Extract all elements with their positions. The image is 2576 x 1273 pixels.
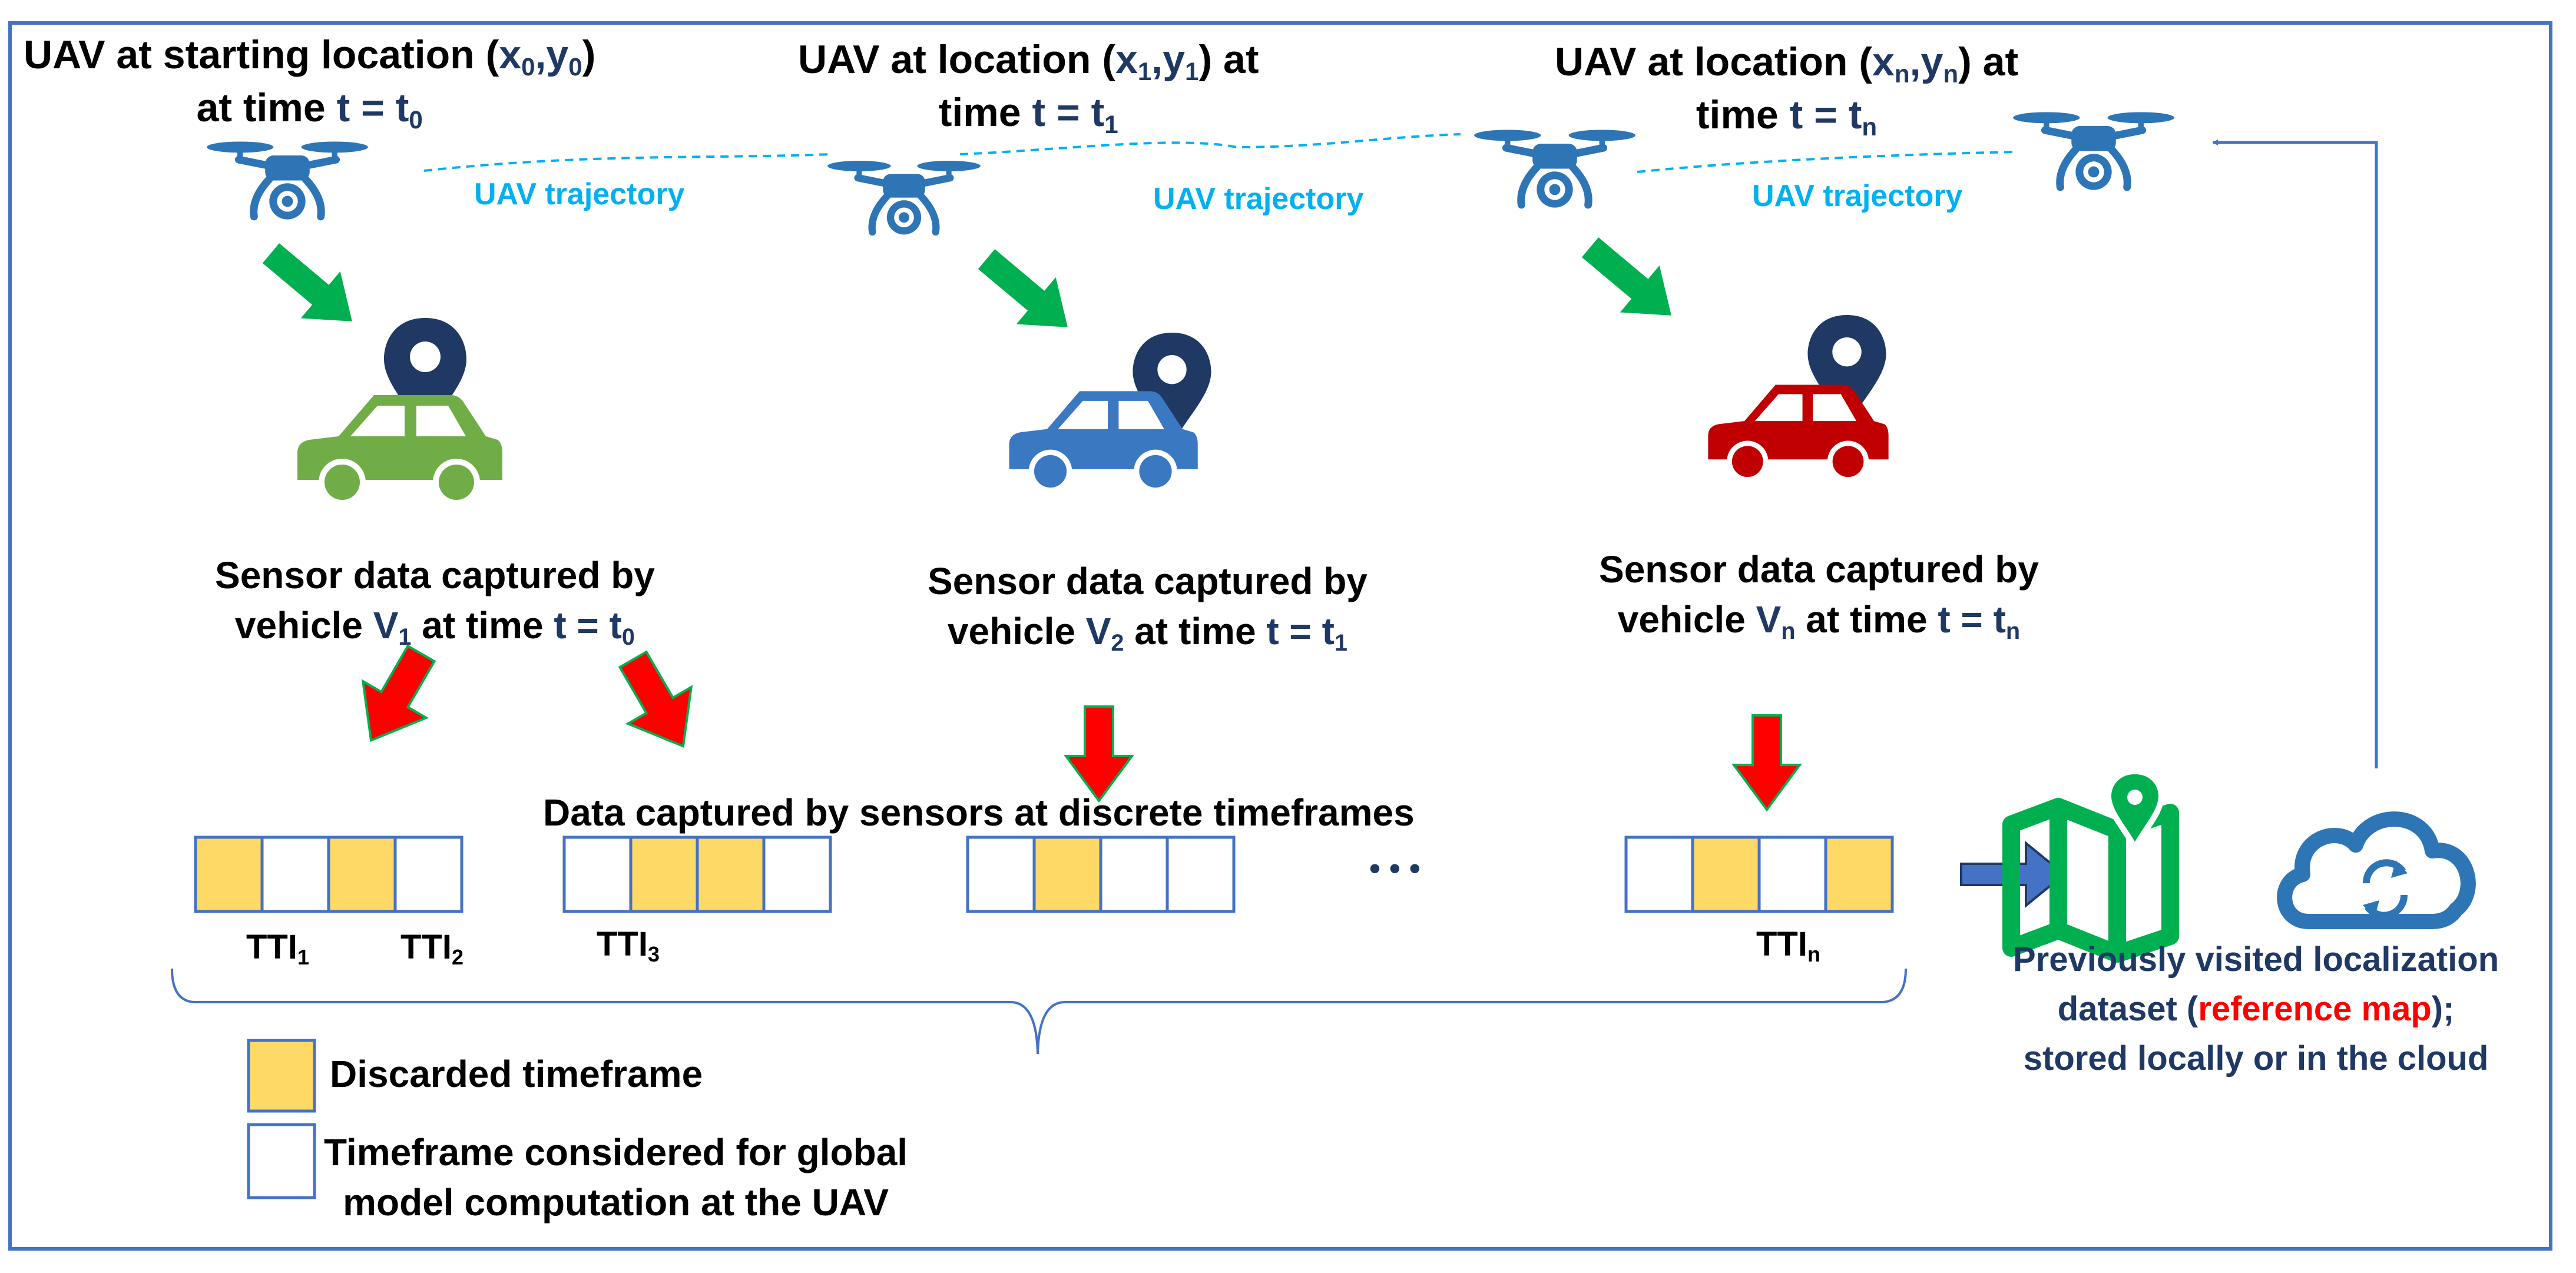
legend-discarded-label: Discarded timeframe	[330, 1053, 703, 1095]
timeframe-cell-considered	[762, 836, 832, 913]
uav-trajectory-line	[423, 153, 831, 172]
drone-icon	[2013, 112, 2174, 190]
uav-label-2: UAV at location (xn,yn) at time t = tn	[1555, 39, 2019, 141]
timeframe-cell-discarded	[1824, 836, 1894, 913]
timeframe-cell-considered	[1166, 836, 1236, 913]
map-pin-icon	[2002, 768, 2179, 963]
drone-icon	[207, 141, 368, 219]
timeframe-cell-discarded	[629, 836, 699, 913]
red-arrow	[1064, 705, 1134, 803]
timeframe-brace	[171, 968, 1907, 1055]
trajectory-label: UAV trajectory	[474, 177, 685, 211]
trajectory-label: UAV trajectory	[1752, 179, 1963, 213]
timeframe-groups	[194, 836, 1894, 913]
trajectory-label: UAV trajectory	[1153, 182, 1364, 216]
uav-trajectory-line	[959, 133, 1461, 155]
uav-label-0: UAV at starting location (x0,y0) at time…	[24, 32, 596, 134]
tti-label-n: TTIn	[1756, 925, 1820, 967]
tti-label-2: TTI2	[400, 928, 463, 970]
red-arrow	[1731, 714, 1802, 812]
ellipsis: • • •	[1369, 851, 1421, 886]
red-arrow	[618, 650, 693, 748]
data-caption: Data captured by sensors at discrete tim…	[543, 791, 1415, 834]
car-icon	[297, 395, 502, 506]
sensor-label-1: Sensor data captured by vehicle V2 at ti…	[928, 560, 1368, 657]
timeframe-cell-discarded	[1691, 836, 1761, 913]
timeframe-cell-considered	[260, 836, 330, 913]
green-arrow	[262, 243, 352, 321]
uav-trajectory-line	[1637, 151, 2015, 173]
sensor-label-2: Sensor data captured by vehicle Vn at ti…	[1599, 548, 2039, 645]
cloud-sync-icon	[2277, 811, 2476, 929]
timeframe-cell-considered	[1757, 836, 1827, 913]
green-arrow	[978, 249, 1068, 327]
timeframe-cell-considered	[1099, 836, 1169, 913]
green-arrow	[1581, 237, 1671, 316]
tti-label-1: TTI1	[246, 928, 309, 970]
drone-icon	[827, 161, 981, 234]
uav-label-1: UAV at location (x1,y1) at time t = t1	[798, 37, 1259, 139]
timeframe-cell-considered	[1624, 836, 1694, 913]
timeframe-cell-considered	[966, 836, 1036, 913]
timeframe-cell-discarded	[194, 836, 264, 913]
timeframe-cell-considered	[562, 836, 633, 913]
reference-map-label: Previously visited localization dataset …	[2013, 940, 2499, 1078]
sensor-label-0: Sensor data captured by vehicle V1 at ti…	[215, 554, 655, 651]
diagram-border	[8, 21, 2552, 1251]
return-connector	[2212, 140, 2378, 768]
timeframe-cell-discarded	[1032, 836, 1102, 913]
timeframe-cell-considered	[393, 836, 463, 913]
tti-label-3: TTI3	[597, 925, 660, 967]
legend-swatch-considered	[247, 1123, 316, 1199]
legend-swatch-discarded	[247, 1039, 316, 1113]
timeframe-cell-discarded	[327, 836, 397, 913]
red-arrow	[361, 644, 436, 742]
timeframe-cell-discarded	[696, 836, 766, 913]
